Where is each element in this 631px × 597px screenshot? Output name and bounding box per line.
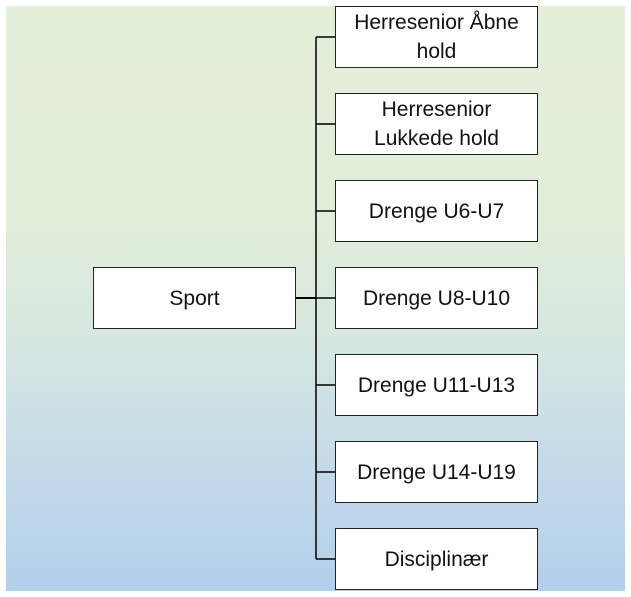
child-node-drenge-u11-u13[interactable]: Drenge U11-U13 (335, 354, 538, 416)
child-node-drenge-u14-u19[interactable]: Drenge U14-U19 (335, 441, 538, 503)
child-node-herresenior-abne-hold[interactable]: Herresenior Åbne hold (335, 6, 538, 68)
child-node-drenge-u8-u10[interactable]: Drenge U8-U10 (335, 267, 538, 329)
child-node-herresenior-lukkede-hold[interactable]: Herresenior Lukkede hold (335, 93, 538, 155)
child-node-disciplinaer[interactable]: Disciplinær (335, 528, 538, 590)
root-node-sport[interactable]: Sport (93, 267, 296, 329)
child-node-drenge-u6-u7[interactable]: Drenge U6-U7 (335, 180, 538, 242)
